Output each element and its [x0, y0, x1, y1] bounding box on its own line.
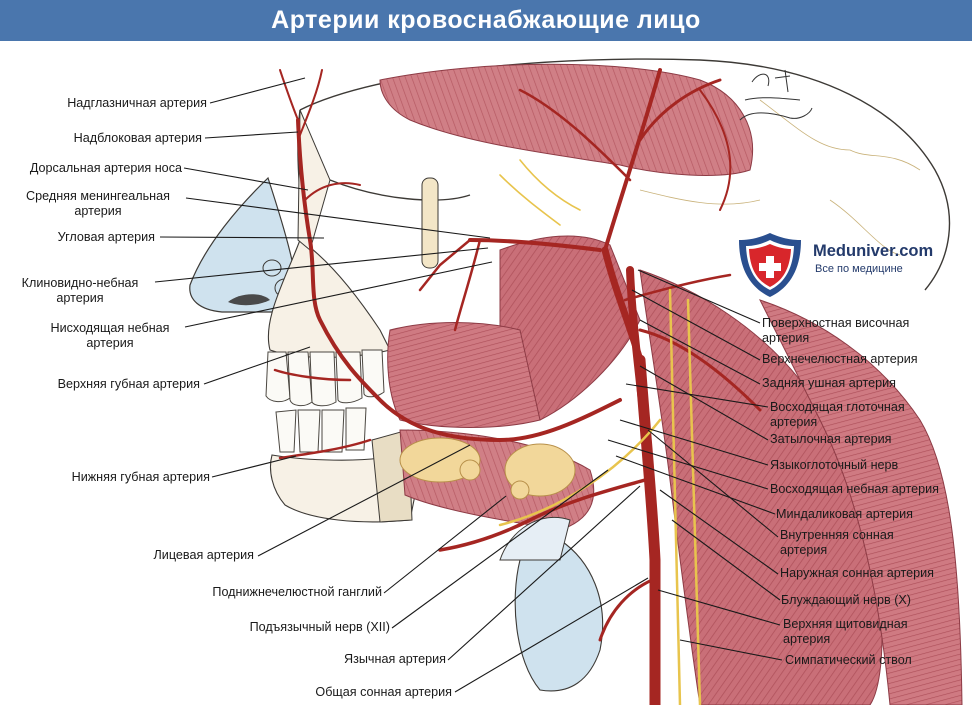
label-vagus-nerve: Блуждающий нерв (X) [781, 593, 912, 607]
vagus-nerve-line [668, 288, 682, 705]
neck-muscles [639, 269, 883, 705]
meduniver-logo[interactable]: Meduniver.com Все по медицине [735, 230, 945, 300]
brand-name: Meduniver.com [813, 242, 934, 260]
superior-thyroid-vessel [598, 578, 654, 642]
label-submandibular-ganglion: Поднижнечелюстной ганглий [212, 585, 382, 599]
label-external-carotid-artery: Наружная сонная артерия [780, 566, 934, 580]
label-facial-artery: Лицевая артерия [153, 548, 254, 562]
label-lingual-artery: Язычная артерия [344, 652, 446, 666]
leader-lines [154, 77, 783, 693]
facial-vessel [296, 118, 622, 443]
label-maxillary-artery: Верхнечелюстная артерия [762, 352, 918, 366]
lower-teeth [275, 407, 367, 453]
external-carotid-vessel [601, 246, 644, 364]
label-sympathetic-trunk: Симпатический ствол [785, 653, 912, 667]
sympathetic-trunk-line [686, 298, 702, 705]
skull-sutures [639, 99, 921, 256]
anatomy-illustration [154, 58, 963, 705]
label-inferior-labial-artery: Нижняя губная артерия [71, 470, 210, 484]
larynx [499, 516, 604, 692]
glands [399, 437, 576, 500]
superficial-temporal-vessel [603, 68, 662, 252]
label-superior-labial-artery: Верхняя губная артерия [57, 377, 200, 391]
label-supratrochlear-artery: Надблоковая артерия [73, 131, 202, 145]
page-title: Артерии кровоснабжающие лицо [271, 6, 701, 34]
artist-signature [739, 69, 813, 121]
brand-tagline: Все по медицине [815, 263, 903, 275]
label-glossopharyngeal-nerve: Языкоглоточный нерв [770, 458, 899, 472]
arteries [273, 68, 762, 705]
maxillary-vessel [468, 238, 602, 252]
label-angular-artery: Угловая артерия [57, 230, 155, 244]
label-dorsal-nasal-artery: Дорсальная артерия носа [29, 161, 182, 175]
buccinator-muscle [387, 322, 541, 428]
title-bar: Артерии кровоснабжающие лицо [0, 0, 972, 41]
shield-icon [739, 233, 801, 297]
label-posterior-auricular-artery: Задняя ушная артерия [762, 376, 896, 390]
label-common-carotid-artery: Общая сонная артерия [315, 685, 452, 699]
lingual-vessel [438, 478, 647, 552]
occipital-vessel [638, 328, 762, 412]
label-ascending-palatine-artery: Восходящая небная артерия [770, 482, 939, 496]
label-hypoglossal-nerve: Подъязычный нерв (XII) [249, 620, 390, 634]
label-supraorbital-artery: Надглазничная артерия [67, 96, 207, 110]
facial-bone [267, 109, 439, 359]
label-tonsillar-artery: Миндаликовая артерия [776, 507, 913, 521]
label-occipital-artery: Затылочная артерия [770, 432, 892, 446]
